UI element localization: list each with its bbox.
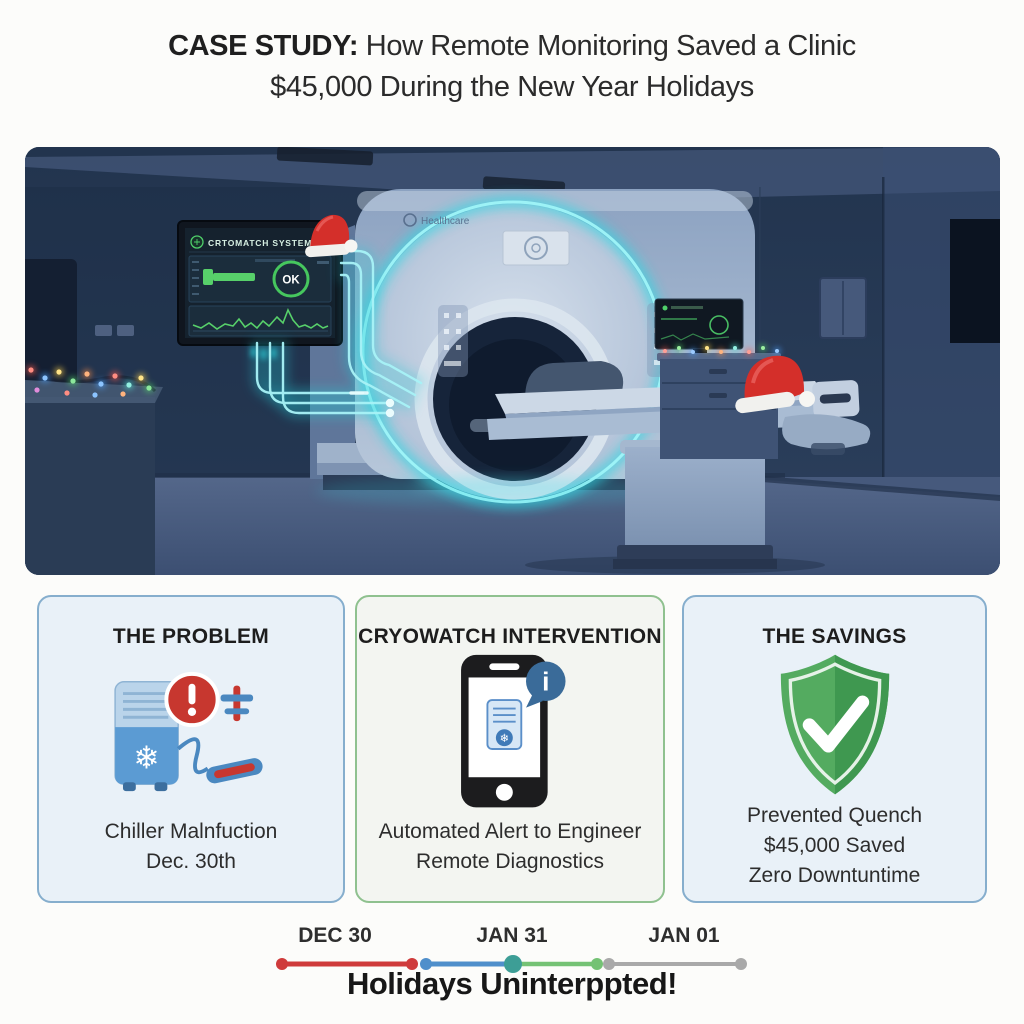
- wall-tv: [950, 219, 1000, 343]
- savings-card-text: Prevented Quench $45,000 Saved Zero Down…: [746, 804, 923, 887]
- timeline-dot-gray: [603, 958, 615, 970]
- ceiling-vent: [276, 147, 374, 166]
- timeline-track: [276, 955, 747, 973]
- timeline-dot-blue: [420, 958, 432, 970]
- intervention-card-text: Automated Alert to Engineer Remote Diagn…: [378, 820, 642, 873]
- ok-gauge-label: OK: [282, 275, 300, 287]
- problem-card: THE PROBLEM ❄: [37, 595, 345, 903]
- christmas-lights-desk: [25, 365, 157, 398]
- shield-check-icon: [780, 654, 889, 795]
- chiller-alert-icon: ❄: [114, 671, 263, 792]
- scanner-brand-icon: [403, 213, 417, 227]
- title-rest: How Remote Monitoring Saved a Clinic: [365, 30, 857, 62]
- svg-text:❄: ❄: [500, 732, 509, 745]
- table-head-end: [812, 380, 860, 418]
- timeline-dot-gray: [735, 958, 747, 970]
- timeline-label-dec30: DEC 30: [298, 924, 372, 947]
- timeline-label-jan01: JAN 01: [648, 924, 720, 947]
- wall-socket: [117, 325, 134, 336]
- title-line-1: CASE STUDY: How Remote Monitoring Saved …: [0, 26, 1024, 67]
- wall-corner-line: [882, 177, 885, 487]
- title-line-2: $45,000 During the New Year Holidays: [270, 71, 754, 103]
- cryo-cables: [253, 247, 425, 418]
- intervention-card: CRYOWATCH INTERVENTION ❄ i Automated Ale…: [355, 595, 665, 903]
- timeline-dot-red: [276, 958, 288, 970]
- svg-text:❄: ❄: [133, 740, 159, 776]
- timeline-label-jan31: JAN 31: [476, 924, 548, 947]
- christmas-lights-cabinet: [661, 344, 781, 356]
- gantry-control-panel-left: [438, 305, 468, 377]
- timeline-dot-green: [591, 958, 603, 970]
- phone-alert-icon: ❄ i: [461, 654, 566, 808]
- gantry-logo-icon: [524, 236, 548, 260]
- svg-text:i: i: [542, 667, 549, 697]
- gantry-screen: [502, 230, 570, 266]
- savings-card: THE SAVINGS Prevented Quench $45,000 Sav…: [682, 595, 987, 903]
- status-bar: [203, 269, 213, 285]
- wall-seam: [759, 187, 761, 477]
- desk-monitor: [25, 259, 77, 387]
- mri-room-photo: Healthcare: [25, 147, 1000, 575]
- ceiling: [25, 147, 1000, 201]
- ok-gauge: [272, 260, 310, 298]
- santa-hat-icon: [735, 355, 815, 414]
- table-arm: [782, 414, 871, 450]
- problem-card-title: THE PROBLEM: [112, 625, 270, 648]
- santa-hat-icon: [305, 214, 358, 258]
- footer-message: Holidays Uninterppted!: [346, 966, 678, 1001]
- wall-socket: [95, 325, 112, 336]
- head-cushion: [525, 361, 624, 399]
- title-prefix: CASE STUDY:: [168, 30, 359, 62]
- problem-card-text: Chiller Malnfuction Dec. 30th: [104, 820, 278, 873]
- desk-workstation: [25, 259, 163, 575]
- baseboard-right: [725, 473, 1000, 501]
- scanner-brand-label: Healthcare: [421, 216, 470, 227]
- savings-card-title: THE SAVINGS: [762, 625, 907, 648]
- mri-room-scene: Healthcare: [25, 147, 1000, 575]
- intervention-card-title: CRYOWATCH INTERVENTION: [358, 625, 662, 648]
- page-title: CASE STUDY: How Remote Monitoring Saved …: [0, 26, 1024, 108]
- trend-sparkline: [192, 308, 329, 330]
- timeline-dot-teal: [504, 955, 522, 973]
- dashboard-title: CRTOMATCH SYSTEM: [208, 238, 312, 248]
- timeline-dot-red: [406, 958, 418, 970]
- timeline: DEC 30 JAN 31 JAN 01: [260, 924, 760, 974]
